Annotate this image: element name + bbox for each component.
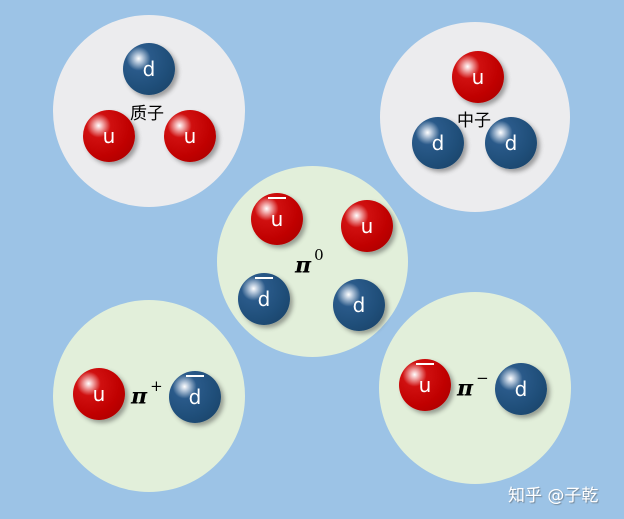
pi-minus-label: π− (457, 369, 489, 402)
antiparticle-bar (185, 375, 205, 377)
up-quark: u (341, 200, 393, 252)
anti-up-quark: u (399, 359, 451, 411)
up-quark: u (164, 110, 216, 162)
up-quark: u (73, 368, 125, 420)
anti-down-quark: d (238, 273, 290, 325)
antiparticle-bar (254, 277, 274, 279)
down-quark: d (485, 117, 537, 169)
watermark: 知乎 @子乾 (508, 486, 599, 506)
down-quark: d (333, 279, 385, 331)
down-quark: d (123, 43, 175, 95)
antiparticle-bar (267, 197, 287, 199)
down-quark: d (412, 117, 464, 169)
antiparticle-bar (415, 363, 435, 365)
up-quark: u (83, 110, 135, 162)
anti-down-quark: d (169, 371, 221, 423)
pi-plus-label: π+ (131, 377, 163, 410)
up-quark: u (452, 51, 504, 103)
anti-up-quark: u (251, 193, 303, 245)
down-quark: d (495, 363, 547, 415)
neutron-label: 中子 (457, 111, 491, 131)
pi-zero-group (217, 166, 408, 357)
proton-label: 质子 (130, 104, 164, 124)
